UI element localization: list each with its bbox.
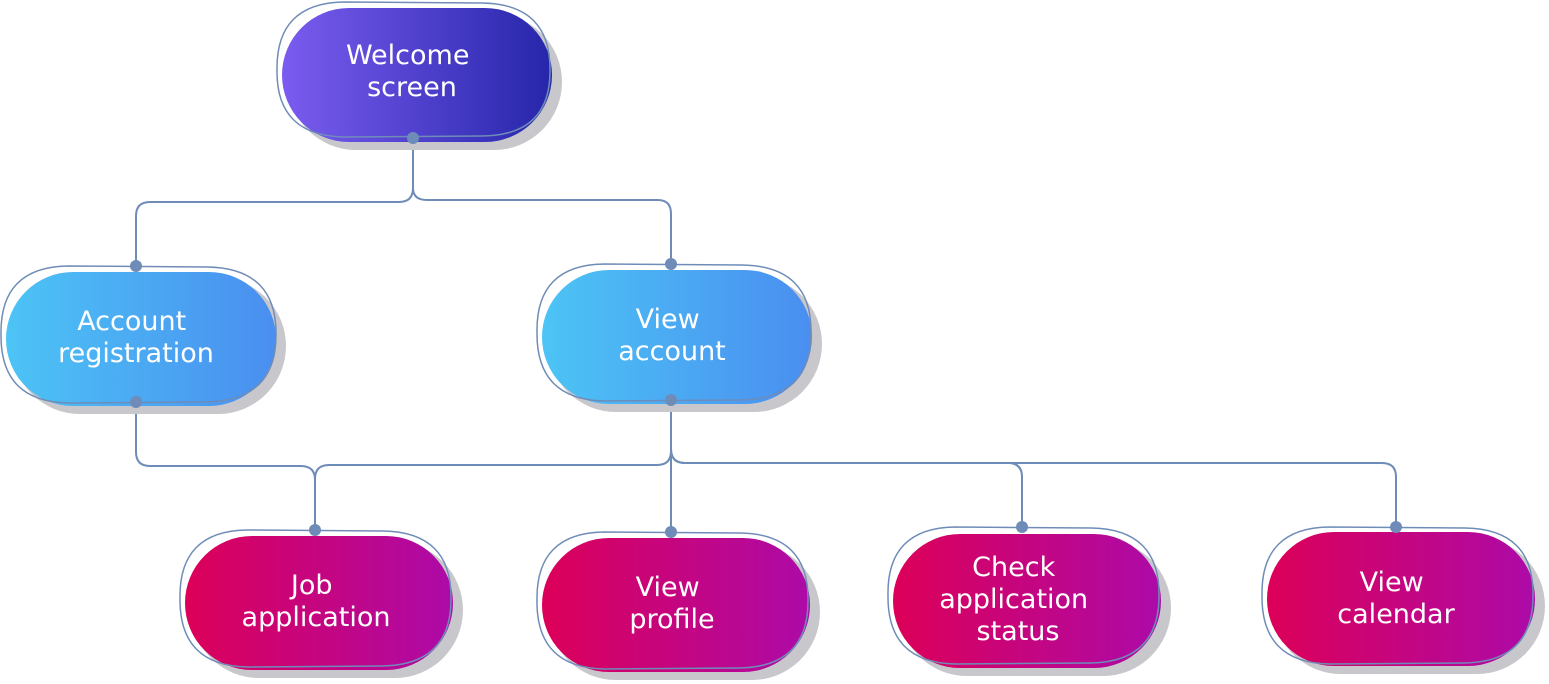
node-label: Account registration xyxy=(58,306,214,369)
connection-port xyxy=(1016,521,1028,533)
connection-port xyxy=(665,526,677,538)
node-view-calendar[interactable]: View calendar xyxy=(1261,521,1545,674)
edge-view-account-to-job-application xyxy=(314,400,672,530)
connection-port xyxy=(1390,521,1402,533)
node-label: Job application xyxy=(242,570,391,633)
node-label: Check application status xyxy=(939,552,1097,647)
node-welcome-screen[interactable]: Welcome screen xyxy=(276,1,562,150)
connection-port xyxy=(665,258,677,270)
node-check-application-status[interactable]: Check application status xyxy=(887,521,1171,676)
connection-port xyxy=(665,394,677,406)
edge-view-account-to-view-calendar xyxy=(670,400,1397,527)
node-account-registration[interactable]: Account registration xyxy=(0,260,286,414)
node-label: Welcome screen xyxy=(346,40,478,103)
node-view-account[interactable]: View account xyxy=(536,258,822,412)
connectors xyxy=(135,138,1397,532)
node-label: View calendar xyxy=(1337,567,1455,630)
node-job-application[interactable]: Job application xyxy=(179,524,463,678)
edge-welcome-to-view-account xyxy=(412,138,672,264)
connection-port xyxy=(130,396,142,408)
edge-welcome-to-account-registration xyxy=(135,138,414,266)
connection-port xyxy=(130,260,142,272)
connection-port xyxy=(309,524,321,536)
edge-account-registration-to-job-application xyxy=(135,402,316,530)
node-label: View account xyxy=(618,304,726,367)
node-label: View profile xyxy=(629,572,714,635)
connection-port xyxy=(407,132,419,144)
node-view-profile[interactable]: View profile xyxy=(536,526,820,680)
